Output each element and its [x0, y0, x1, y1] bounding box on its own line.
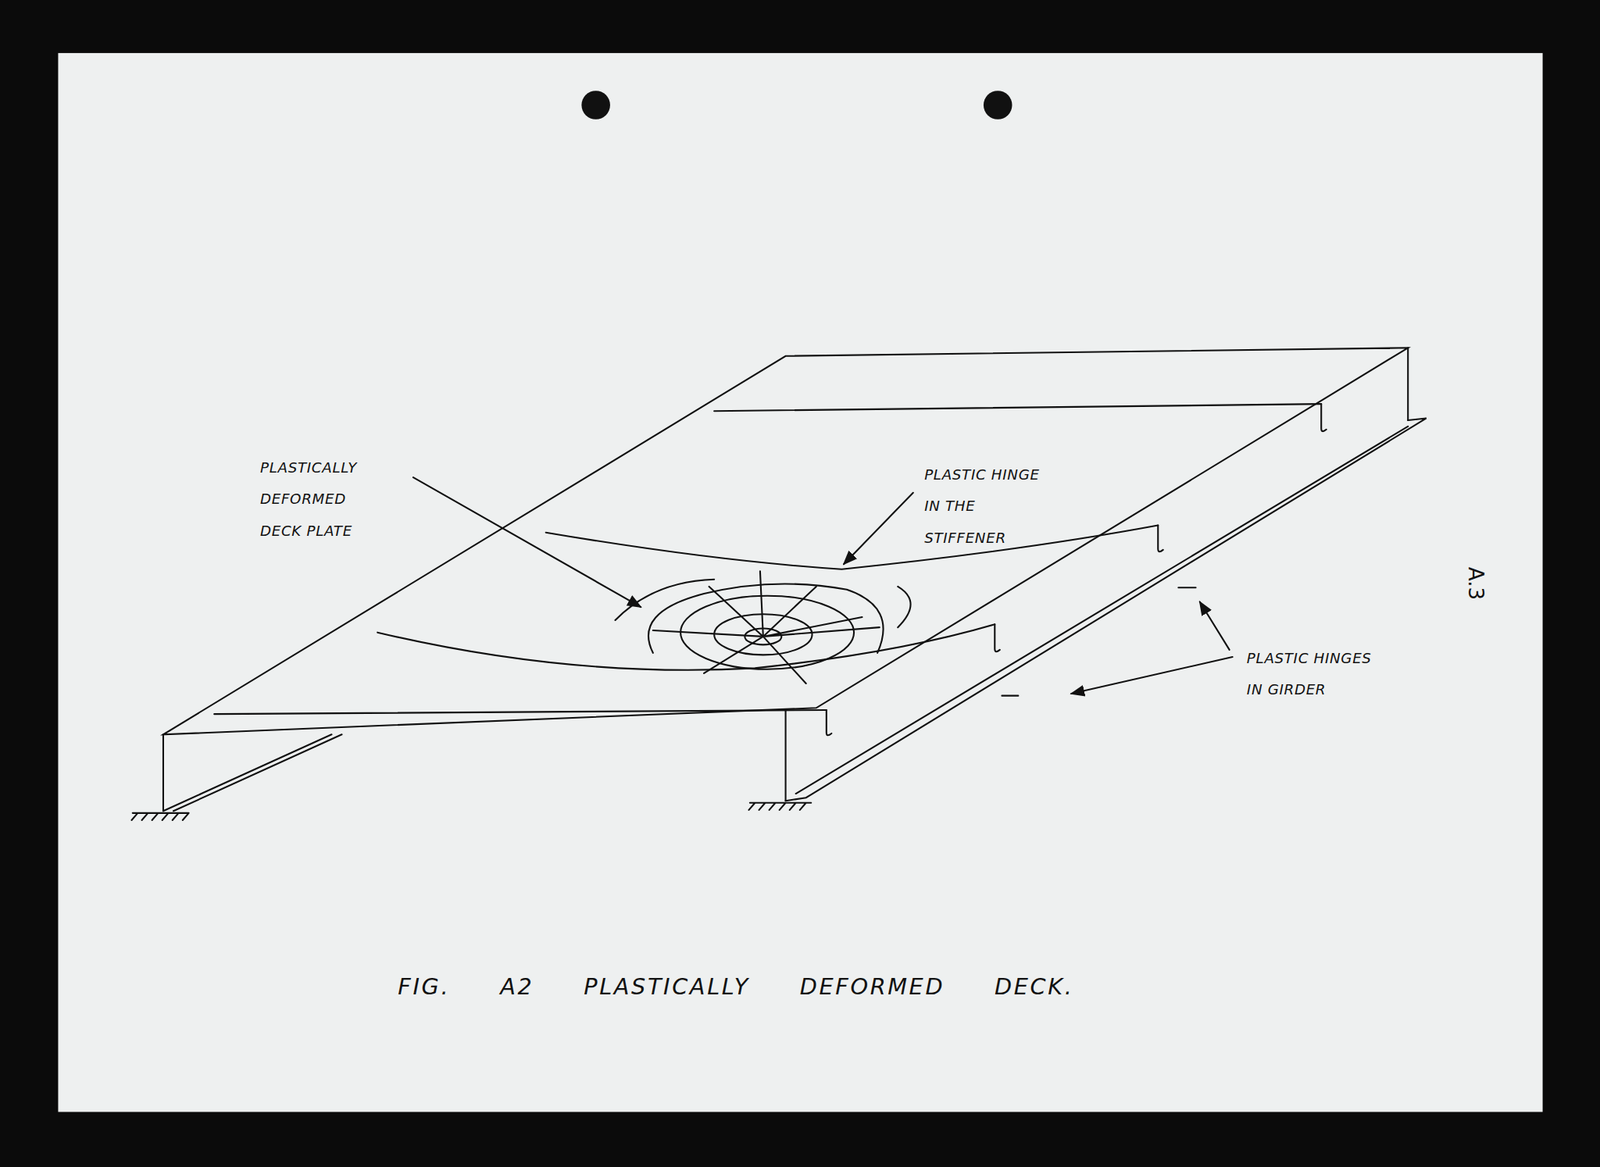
- callout-label: PLASTIC HINGE IN THE STIFFENER: [924, 459, 1047, 554]
- callout-label: PLASTICALLY DEFORMED DECK PLATE: [260, 452, 388, 547]
- page-number: A.3: [1463, 567, 1488, 600]
- figure-caption: FIG. A2 PLASTICALLY DEFORMED DECK.: [397, 974, 1074, 1000]
- callout-label: PLASTIC HINGES IN GIRDER: [1246, 642, 1380, 707]
